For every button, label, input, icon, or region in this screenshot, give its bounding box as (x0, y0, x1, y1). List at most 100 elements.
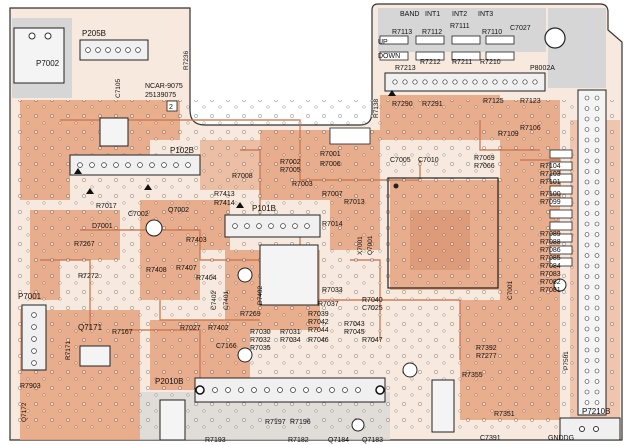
label-c7402: C7402 (211, 290, 218, 310)
header-pin (584, 347, 590, 353)
label-r7069: R7069 (474, 155, 495, 162)
header-pin (594, 232, 600, 237)
label-r7267: R7267 (74, 241, 95, 248)
label-r7031: R7031 (280, 329, 301, 336)
header-pin (594, 95, 600, 101)
header-pin (584, 337, 590, 342)
label-r7042: R7042 (308, 319, 329, 326)
label-r7043: R7043 (344, 321, 365, 328)
header-pin (594, 127, 600, 132)
label-q7171: Q7171 (78, 323, 103, 332)
label-r7002: R7002 (280, 159, 301, 166)
header-pin (584, 368, 590, 374)
label-r7066: R7066 (474, 163, 495, 170)
label-r7103: R7103 (540, 171, 561, 178)
label-p8002a: P8002A (530, 65, 555, 72)
header-pin (594, 400, 600, 405)
label-q7002: Q7002 (168, 207, 189, 214)
header-pin (594, 368, 600, 374)
header-pin (594, 169, 600, 174)
label-r7040: R7040 (362, 297, 383, 304)
label-r7030: R7030 (250, 329, 271, 336)
header-pin (594, 190, 600, 195)
header-pin (594, 337, 600, 342)
header-pin (594, 389, 600, 395)
header-pin (594, 106, 600, 111)
label-r7045: R7045 (344, 329, 365, 336)
label-p2010b: P2010B (155, 377, 183, 386)
header-pin (594, 284, 600, 290)
label-c7005: C7005 (390, 157, 411, 164)
label-band: BAND (400, 11, 419, 18)
header-pin (584, 127, 590, 132)
label-r7111: R7111 (450, 23, 470, 30)
label-r7032: R7032 (250, 337, 271, 344)
label-p7501: P7501 (563, 351, 570, 370)
label-r7034: R7034 (280, 337, 301, 344)
label-p7210b: P7210B (582, 407, 610, 416)
label-r7013: R7013 (344, 199, 365, 206)
label-c7001: C7001 (507, 280, 514, 300)
header-pin (584, 295, 590, 300)
label-r7084: R7084 (540, 263, 561, 270)
resistor-footprints (329, 35, 573, 267)
header-pin (584, 221, 590, 227)
label-d7402: D7402 (257, 285, 264, 305)
label-r7046: R7046 (308, 337, 329, 344)
label-r7106: R7106 (520, 125, 541, 132)
header-pin (584, 148, 590, 153)
label-r7903: R7903 (20, 383, 41, 390)
label-up: UP (378, 39, 388, 46)
label-r7112: R7112 (422, 29, 442, 36)
header-pin (584, 326, 590, 332)
label-r7113: R7113 (392, 29, 412, 36)
label-r7277: R7277 (476, 353, 497, 360)
label-p102b: P102B (170, 146, 194, 155)
label-r7355: R7355 (462, 372, 483, 379)
header-pin (584, 169, 590, 174)
label-r7086: R7086 (540, 247, 561, 254)
label-r7404: R7404 (196, 275, 217, 282)
label-r7044: R7044 (308, 327, 329, 334)
header-pin (594, 326, 600, 332)
label-r7085: R7085 (540, 255, 561, 262)
label-r7089: R7089 (540, 231, 561, 238)
header-pin (584, 358, 590, 363)
label-r7088: R7088 (540, 239, 561, 246)
label-r7210: R7210 (480, 59, 501, 66)
label-c7166: C7166 (216, 343, 237, 350)
holes-and-capacitors (145, 27, 567, 432)
label-r7081: R7081 (540, 287, 561, 294)
label-r7110: R7110 (482, 29, 502, 36)
label-c7105: C7105 (115, 78, 122, 98)
header-pin (594, 116, 600, 122)
header-pin (594, 211, 600, 216)
label-r7007: R7007 (322, 191, 343, 198)
header-pin (594, 316, 600, 321)
header-pin (594, 295, 600, 300)
header-pin (594, 137, 600, 143)
label-r7100: R7100 (540, 191, 561, 198)
connectors (13, 27, 621, 441)
label-r7402: R7402 (208, 325, 229, 332)
label-c7002: C7002 (128, 211, 149, 218)
label-c7027: C7027 (510, 25, 531, 32)
header-pin (584, 200, 590, 206)
header-pin (584, 305, 590, 311)
label-r7008: R7008 (232, 173, 253, 180)
header-pin (584, 263, 590, 269)
header-pin (584, 242, 590, 248)
label-r7027: R7027 (180, 325, 201, 332)
label-q7184: Q7184 (328, 437, 349, 444)
label-q7183: Q7183 (362, 437, 383, 444)
header-pin (594, 179, 600, 185)
label-r7272: R7272 (78, 273, 99, 280)
label-int2: INT2 (452, 11, 467, 18)
label-r7182: R7182 (288, 437, 309, 444)
label-q7172: Q7172 (21, 402, 28, 422)
label-r7193: R7193 (205, 437, 226, 444)
header-pin (594, 221, 600, 227)
header-pin (584, 211, 590, 216)
label-r7213: R7213 (395, 65, 416, 72)
